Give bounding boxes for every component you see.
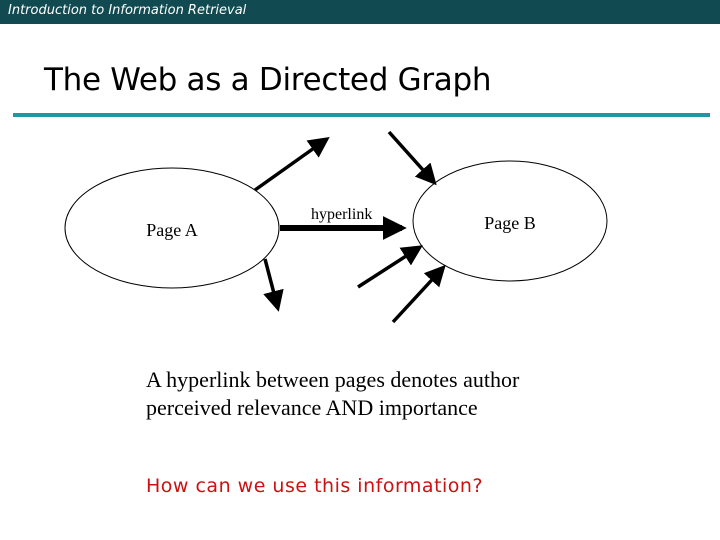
arrow-out-down-icon <box>263 258 284 312</box>
node-label-page-b: Page B <box>484 213 536 233</box>
arrow-in-top-icon <box>387 130 437 186</box>
slide-title: The Web as a Directed Graph <box>44 62 492 98</box>
arrow-out-up-icon <box>253 136 330 192</box>
question-text: How can we use this information? <box>146 475 484 497</box>
caption-line-1: A hyperlink between pages denotes author <box>146 367 520 392</box>
edge-hyperlink: hyperlink <box>280 206 407 240</box>
course-title: Introduction to Information Retrieval <box>8 3 247 18</box>
title-divider <box>13 113 710 117</box>
caption-line-2: perceived relevance AND importance <box>146 395 478 420</box>
node-label-page-a: Page A <box>146 220 198 240</box>
edge-label-hyperlink: hyperlink <box>311 206 372 223</box>
header-bar: Introduction to Information Retrieval <box>0 0 720 24</box>
arrow-in-lower-left-1-icon <box>357 245 423 289</box>
node-page-b: Page B <box>412 160 608 282</box>
node-page-a: Page A <box>64 167 280 289</box>
caption: A hyperlink between pages denotes author… <box>146 366 519 422</box>
arrow-in-lower-left-2-icon <box>391 264 446 324</box>
